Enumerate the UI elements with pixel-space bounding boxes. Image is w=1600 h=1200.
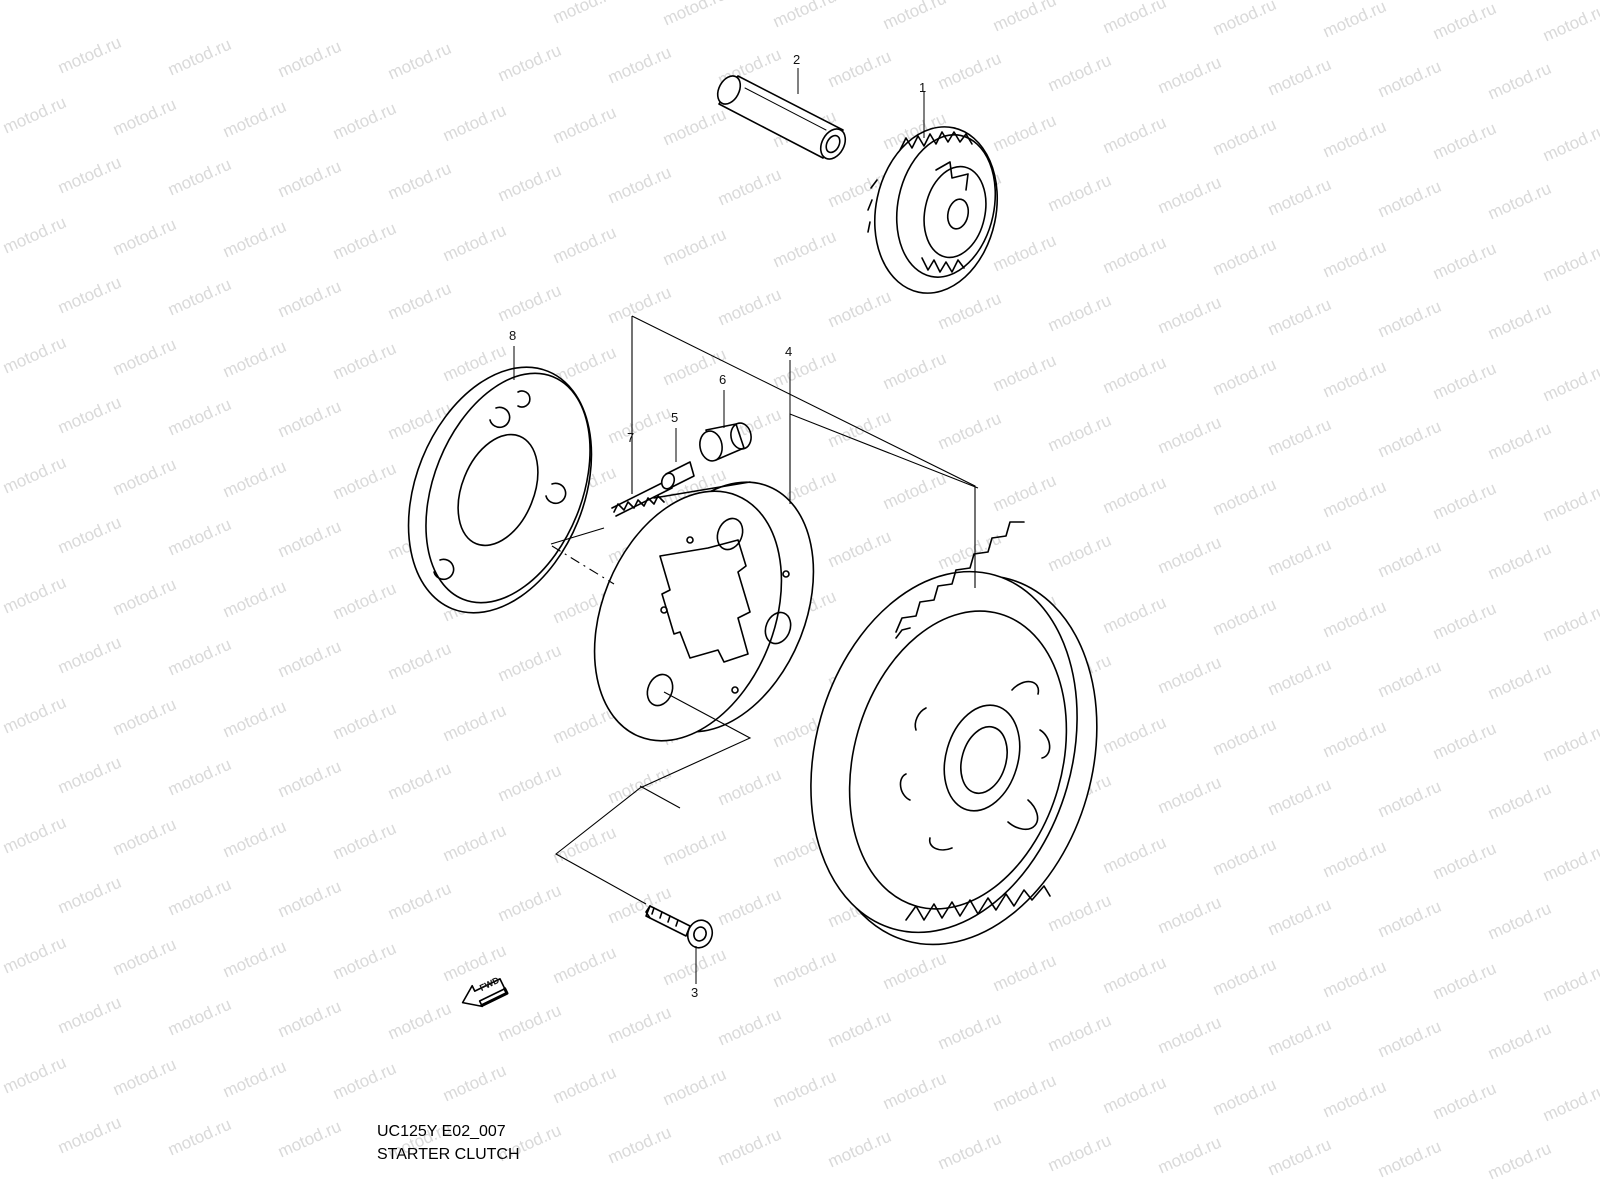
callout-2: 2 [793,52,801,67]
callout-leaders [513,68,925,984]
fwd-arrow-icon [461,978,509,1008]
part-8-plate [407,366,593,614]
starter-driven-gear [810,521,1098,946]
part-3-bolt [645,905,714,949]
part-5-roller-pin [660,461,695,490]
part-7-spring [611,479,673,517]
part-2-pin [716,75,847,160]
callout-4: 4 [785,344,793,359]
callout-7: 7 [627,430,635,445]
callout-3: 3 [691,985,699,1000]
part-1-small-gear [867,126,999,294]
callout-1: 1 [919,80,927,95]
callout-8: 8 [509,328,517,343]
diagram-title: STARTER CLUTCH [377,1146,520,1163]
callout-6: 6 [719,372,727,387]
diagram-code: UC125Y E02_007 [377,1123,506,1140]
part-4-clutch-body [593,481,815,742]
part-6-roller [699,422,752,462]
callout-5: 5 [671,410,679,425]
